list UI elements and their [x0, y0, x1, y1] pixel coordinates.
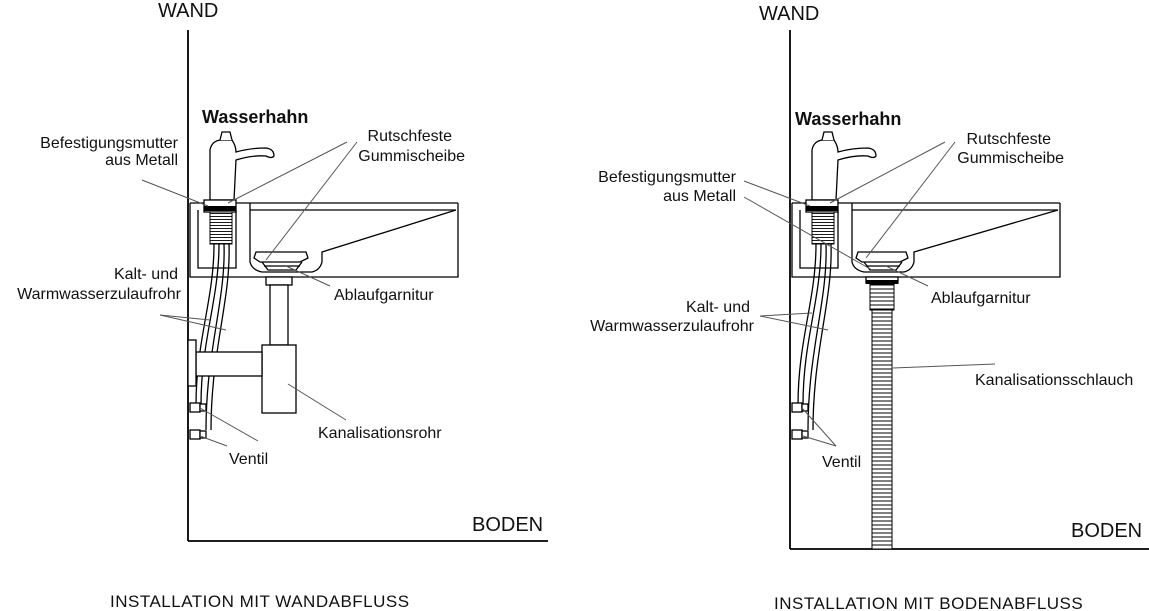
supply-label-line1: Kalt- und: [686, 299, 750, 316]
drain-set-label: Ablaufgarnitur: [931, 290, 1031, 307]
washer-label-line2: Gummischeibe: [957, 150, 1064, 167]
drain-set: [855, 251, 909, 271]
valves: [189, 402, 207, 440]
floor-label: BODEN: [472, 514, 543, 536]
nut-label-line1: Befestigungsmutter: [40, 135, 179, 152]
supply-label-line2: Warmwasserzulaufrohr: [590, 318, 755, 335]
washer-label-line1: Rutschfeste: [967, 131, 1052, 148]
wall-drain-diagram: WAND BODEN Wasserhahn Befestigungsmutter…: [17, 0, 548, 611]
nut-label-line1: Befestigungsmutter: [598, 169, 737, 186]
valve-label: Ventil: [822, 454, 861, 471]
wall-label: WAND: [158, 0, 218, 22]
floor-label: BODEN: [1071, 520, 1142, 542]
faucet: [811, 131, 877, 201]
supply-hoses: [797, 243, 832, 431]
drain-set: [253, 251, 309, 271]
sewer-pipe: [187, 276, 297, 414]
sink: [791, 202, 1061, 278]
leader-lines: [141, 141, 358, 447]
faucet-thread: [209, 211, 233, 245]
floor-drain-diagram: WAND BODEN Wasserhahn Befestigungsmutter…: [590, 3, 1149, 611]
faucet-label: Wasserhahn: [202, 107, 308, 127]
supply-label-line2: Warmwasserzulaufrohr: [17, 286, 182, 303]
faucet-thread: [811, 211, 835, 245]
sewer-label: Kanalisationsrohr: [318, 425, 442, 442]
valves: [791, 402, 809, 440]
faucet-label: Wasserhahn: [795, 109, 901, 129]
washer-label-line1: Rutschfeste: [368, 128, 453, 145]
supply-hoses: [195, 243, 230, 431]
nut-label-line2: aus Metall: [663, 188, 736, 205]
supply-label-line1: Kalt- und: [114, 266, 178, 283]
valve-label: Ventil: [229, 451, 268, 468]
washer-label-line2: Gummischeibe: [358, 148, 465, 165]
wall-label: WAND: [759, 3, 819, 25]
drain-set-label: Ablaufgarnitur: [334, 287, 434, 304]
floor-drain-caption: INSTALLATION MIT BODENABFLUSS: [774, 594, 1083, 611]
nut-label-line2: aus Metall: [105, 152, 178, 169]
faucet: [209, 131, 275, 201]
wall-drain-caption: INSTALLATION MIT WANDABFLUSS: [110, 592, 410, 611]
leader-lines: [743, 141, 996, 447]
sewer-hose: [865, 276, 899, 550]
hose-label: Kanalisationsschlauch: [975, 372, 1133, 389]
